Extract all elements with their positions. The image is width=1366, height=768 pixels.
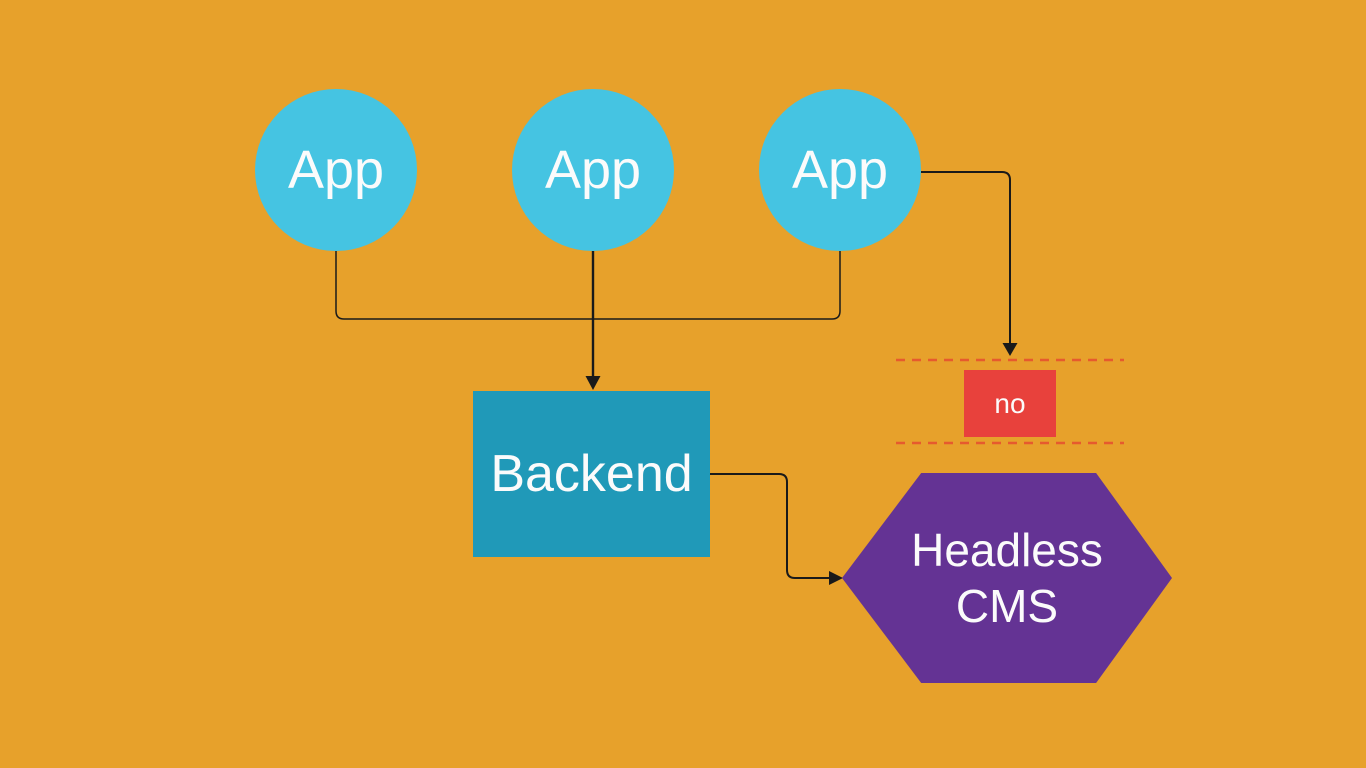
node-app-1-label: App [287,140,385,200]
node-headless-cms-line1: Headless [911,523,1103,576]
arrowhead-backend [585,376,601,390]
arrowhead-cms [829,571,843,585]
connector-apps-merge [335,251,841,320]
arrowhead-no [1002,343,1018,356]
node-backend-label: Backend [490,445,693,503]
node-app-3-label: App [791,140,889,200]
connector-app3-to-no [921,171,1011,343]
connector-backend-to-cms [710,473,829,579]
node-backend: Backend [473,391,710,557]
node-app-2-label: App [544,140,642,200]
node-app-3: App [759,89,921,251]
node-app-2: App [512,89,674,251]
node-headless-cms: Headless CMS [842,473,1172,683]
node-no-label: no [994,387,1026,419]
node-no: no [964,370,1056,437]
node-headless-cms-line2: CMS [955,580,1059,632]
node-app-1: App [255,89,417,251]
